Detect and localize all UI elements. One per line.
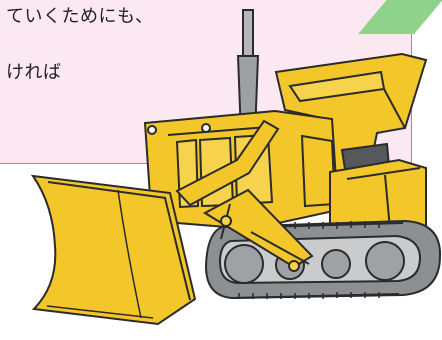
text-line-1: ていくためにも、: [6, 6, 154, 27]
text-line-2: ければ: [6, 62, 62, 83]
dozer-blade: [30, 174, 197, 326]
hydraulic-arms: [175, 119, 314, 272]
